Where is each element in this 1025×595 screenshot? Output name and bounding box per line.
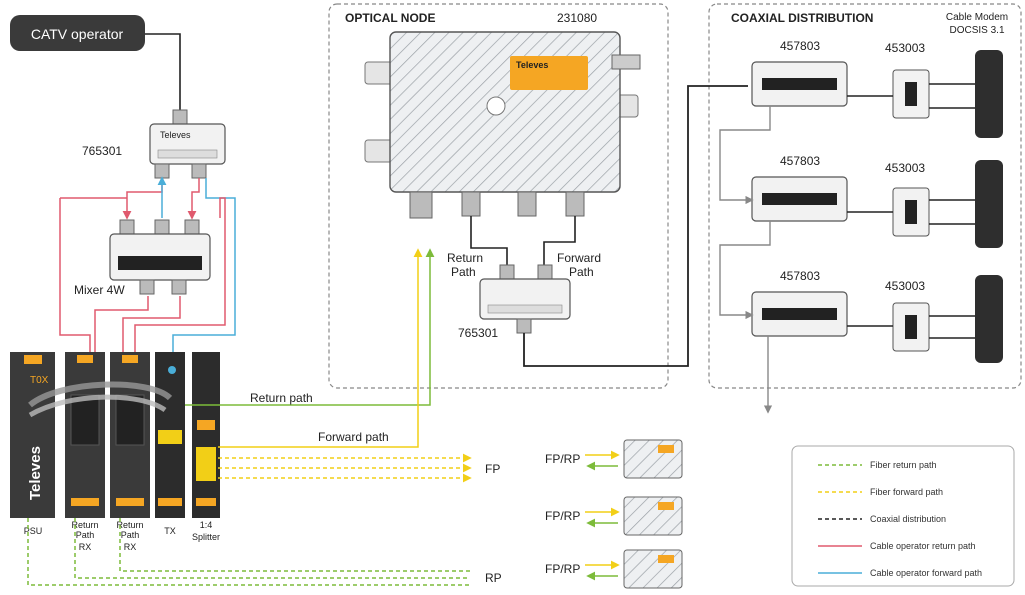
- catv-operator-box: [10, 15, 145, 51]
- mixer-4w: [109, 219, 211, 295]
- rp-line-2: [74, 518, 470, 579]
- psu-brand: Televes: [27, 446, 44, 500]
- module-rx2-caption-2: Path: [121, 530, 140, 540]
- remote-node-label-3: FP/RP: [545, 562, 580, 576]
- module-rx2-caption-1: Return: [116, 520, 143, 530]
- module-rx2-caption-3: RX: [124, 542, 137, 552]
- module-rx1-caption-2: Path: [76, 530, 95, 540]
- optical-node-device: Televes: [364, 31, 641, 219]
- psu-tox: T0X: [30, 375, 49, 386]
- fp-label: FP: [485, 462, 500, 476]
- mixer-label: Mixer 4W: [74, 283, 125, 297]
- coaxial-title: COAXIAL DISTRIBUTION: [731, 11, 873, 25]
- remote-node-1: FP/RP: [545, 439, 683, 479]
- remote-node-3: FP/RP: [545, 549, 683, 589]
- remote-node-label-1: FP/RP: [545, 452, 580, 466]
- splitter-code-1: 453003: [885, 41, 925, 55]
- rp-line-1: [27, 518, 470, 586]
- catv-feed-line: [145, 33, 181, 110]
- headend-splitter-code: 765301: [82, 144, 122, 158]
- tap-chain-2: [719, 221, 771, 320]
- module-tx-caption: TX: [164, 526, 176, 536]
- tap-code-1: 457803: [780, 39, 820, 53]
- cable-modem-1: [975, 50, 1003, 138]
- forward-path-label: Forward path: [318, 430, 389, 444]
- splitter-module: [192, 352, 220, 518]
- op-return-line-2: [187, 178, 200, 220]
- fiber-forward-line: [218, 248, 423, 448]
- remote-node-2: FP/RP: [545, 496, 683, 536]
- node-return-line: [470, 216, 508, 265]
- legend-box: [791, 445, 1015, 587]
- modem-label-2: DOCSIS 3.1: [949, 25, 1004, 36]
- op-return-line-7: [122, 296, 181, 362]
- module-psu-caption: PSU: [24, 526, 43, 536]
- legend-label-4: Cable operator forward path: [870, 568, 982, 578]
- node-return-label-1: Return: [447, 251, 483, 265]
- legend-label-3: Cable operator return path: [870, 541, 976, 551]
- node-splitter-code: 765301: [458, 326, 498, 340]
- cable-modem-2: [975, 160, 1003, 248]
- legend-label-1: Fiber forward path: [870, 487, 943, 497]
- fiber-return-line: [185, 248, 435, 406]
- rp-line-3: [119, 518, 470, 572]
- op-return-line-3: [59, 198, 91, 362]
- legend-label-0: Fiber return path: [870, 460, 937, 470]
- legend-label-2: Coaxial distribution: [870, 514, 946, 524]
- rp-label: RP: [485, 571, 502, 585]
- op-return-line-6: [94, 296, 149, 362]
- cable-modem-3: [975, 275, 1003, 363]
- psu-module: [10, 352, 55, 518]
- splitter-brand: Televes: [160, 130, 191, 140]
- node-return-label-2: Path: [451, 265, 476, 279]
- module-rx1-caption-1: Return: [71, 520, 98, 530]
- tap-chain-1: [719, 106, 771, 205]
- headend-rack: T0X Televes: [10, 352, 220, 518]
- op-return-line-1: [122, 178, 163, 220]
- node-forward-label-2: Path: [569, 265, 594, 279]
- optical-node-brand: Televes: [516, 60, 548, 70]
- tap-code-2: 457803: [780, 154, 820, 168]
- optical-node-region: [328, 3, 669, 389]
- remote-node-label-2: FP/RP: [545, 509, 580, 523]
- headend-splitter: Televes: [149, 109, 226, 179]
- splitter-code-2: 453003: [885, 161, 925, 175]
- module-captions: PSU Return Path RX Return Path RX TX 1:4…: [24, 520, 220, 552]
- module-splitter-caption-1: 1:4: [200, 520, 213, 530]
- node-forward-label-1: Forward: [557, 251, 601, 265]
- optical-node-splitter: [479, 264, 571, 334]
- tap-code-3: 457803: [780, 269, 820, 283]
- catv-operator-label: CATV operator: [31, 26, 124, 42]
- coax-row-1: 457803 453003: [751, 39, 1003, 138]
- op-return-line-5: [134, 197, 226, 362]
- op-forward-line-2: [172, 178, 236, 362]
- node-forward-line: [543, 216, 576, 265]
- optical-node-title: OPTICAL NODE: [345, 11, 435, 25]
- coax-trunk-line: [523, 85, 748, 367]
- return-path-label: Return path: [250, 391, 313, 405]
- splitter-code-3: 453003: [885, 279, 925, 293]
- coax-row-3: 457803 453003: [751, 269, 1003, 363]
- coax-row-2: 457803 453003: [751, 154, 1003, 248]
- modem-label-1: Cable Modem: [946, 12, 1008, 23]
- module-splitter-caption-2: Splitter: [192, 532, 220, 542]
- coaxial-region: [708, 3, 1022, 389]
- module-rx1-caption-3: RX: [79, 542, 92, 552]
- optical-node-code: 231080: [557, 11, 597, 25]
